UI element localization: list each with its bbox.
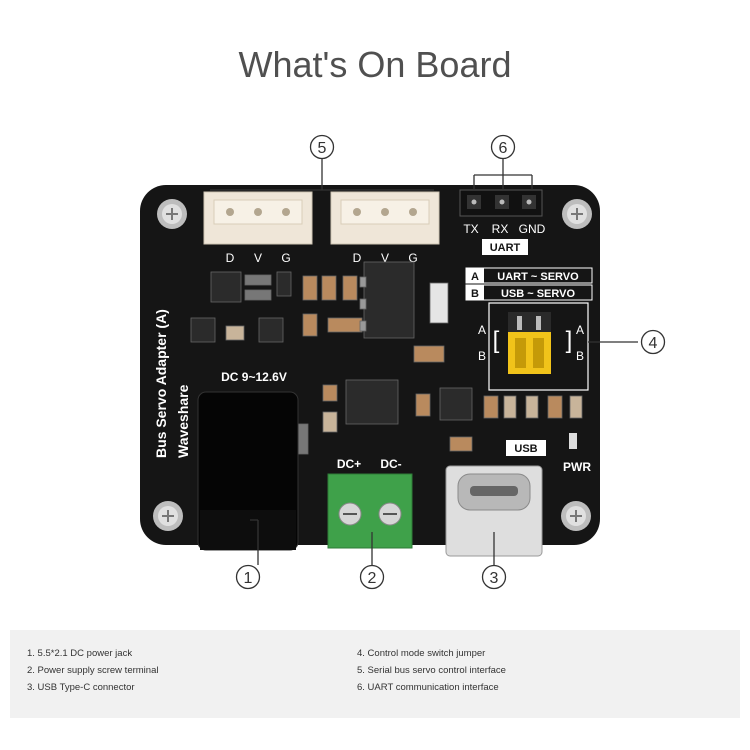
uart-label-box <box>482 239 528 255</box>
jumper-bracket-right: ] <box>566 327 573 354</box>
jumper-highlight-box <box>488 302 589 391</box>
callout-marker-3: 3 <box>481 564 507 590</box>
legend-item-3: 3. USB Type-C connector <box>27 682 135 693</box>
mode-b-text: USB ~ SERVO <box>501 288 576 300</box>
servo-pin-label: D <box>226 251 235 265</box>
page-title: What's On Board <box>238 44 512 85</box>
svg-text:3: 3 <box>490 570 499 587</box>
jumper-label-a-right: A <box>576 323 584 337</box>
uart-label: UART <box>490 242 521 254</box>
svg-text:4: 4 <box>649 335 658 352</box>
servo-pin-label: V <box>254 251 262 265</box>
usb-label-box <box>506 440 546 456</box>
jumper-bracket-left: [ <box>493 327 500 354</box>
callout-marker-2: 2 <box>359 564 385 590</box>
mode-table <box>465 267 593 301</box>
board-brand-label: Waveshare <box>175 384 191 458</box>
servo-pin-label: D <box>353 251 362 265</box>
dc-minus-label: DC- <box>380 457 401 471</box>
callout-marker-4: 4 <box>640 329 666 355</box>
dc-voltage-label: DC 9~12.6V <box>221 370 287 384</box>
dc-plus-label: DC+ <box>337 457 361 471</box>
mode-a-key: A <box>471 271 479 283</box>
uart-pin-tx: TX <box>463 222 478 236</box>
servo-pin-label: V <box>381 251 389 265</box>
legend-item-4: 4. Control mode switch jumper <box>357 648 486 659</box>
callout-marker-5: 5 <box>309 134 335 160</box>
mode-b-key: B <box>471 288 479 300</box>
servo-pin-label: G <box>408 251 417 265</box>
legend-item-2: 2. Power supply screw terminal <box>27 665 159 676</box>
callout-lines <box>210 158 638 565</box>
mounting-screw-icon <box>562 199 592 229</box>
dc-power-jack <box>197 391 299 551</box>
mounting-screw-icon <box>157 199 187 229</box>
mode-a-text: UART ~ SERVO <box>497 271 579 283</box>
jumper-label-a-left: A <box>478 323 486 337</box>
screw-terminal <box>327 473 413 549</box>
usb-type-c-connector <box>445 465 543 557</box>
servo-pin-label: G <box>281 251 290 265</box>
svg-text:1: 1 <box>244 570 253 587</box>
callout-marker-6: 6 <box>490 134 516 160</box>
servo-connector-right <box>330 191 440 245</box>
jumper-label-b-right: B <box>576 349 584 363</box>
pwr-label: PWR <box>563 460 591 474</box>
pwr-led <box>569 433 577 449</box>
mounting-screw-icon <box>561 501 591 531</box>
uart-header <box>459 189 543 217</box>
jumper-switch <box>508 312 551 374</box>
mounting-screw-icon <box>153 501 183 531</box>
jumper-label-b-left: B <box>478 349 486 363</box>
svg-text:6: 6 <box>499 140 508 157</box>
board-name-label: Bus Servo Adapter (A) <box>153 309 169 458</box>
smd-components <box>190 261 583 455</box>
svg-text:2: 2 <box>368 570 377 587</box>
legend-item-5: 5. Serial bus servo control interface <box>357 665 506 676</box>
callout-marker-1: 1 <box>235 564 261 590</box>
legend-item-6: 6. UART communication interface <box>357 682 499 693</box>
uart-pin-gnd: GND <box>519 222 546 236</box>
usb-label: USB <box>514 443 537 455</box>
uart-pin-rx: RX <box>492 222 509 236</box>
servo-connector-left <box>203 191 313 245</box>
legend-item-1: 1. 5.5*2.1 DC power jack <box>27 648 133 659</box>
svg-text:5: 5 <box>318 140 327 157</box>
legend-panel: 1. 5.5*2.1 DC power jack 2. Power supply… <box>10 630 740 718</box>
